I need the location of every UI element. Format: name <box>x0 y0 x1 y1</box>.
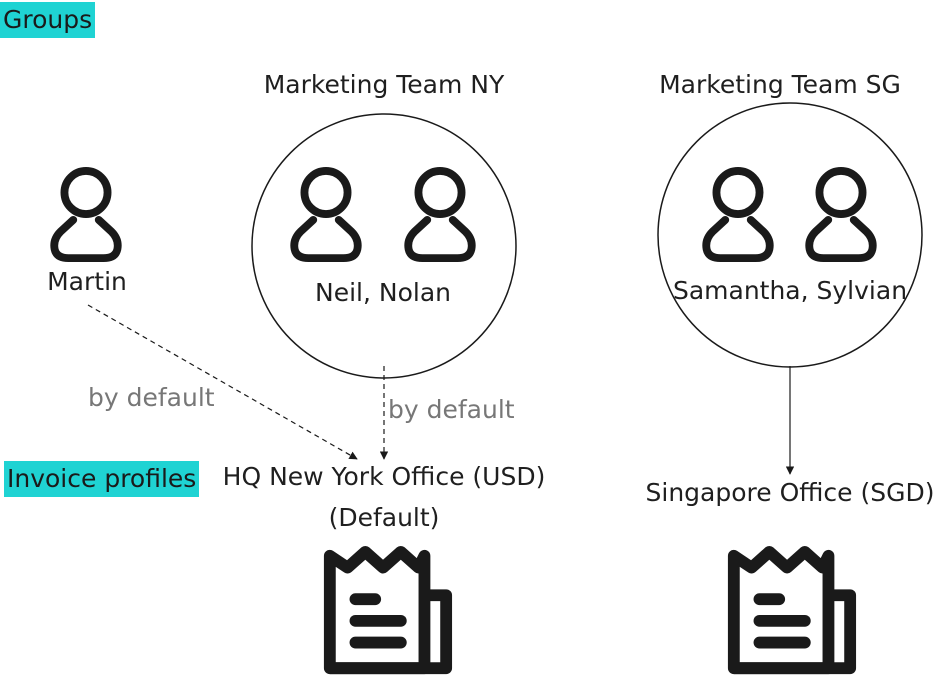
sg-group-circle <box>657 102 923 368</box>
samantha-person-icon <box>706 171 770 258</box>
singapore-profile-name: Singapore Office (SGD) <box>645 478 935 507</box>
nolan-person-icon <box>408 171 472 258</box>
invoice-profiles-section-label: Invoice profiles <box>4 461 200 497</box>
groups-section-label: Groups <box>0 2 96 38</box>
ny-members-label: Neil, Nolan <box>315 278 451 307</box>
martin-person-icon <box>54 171 118 258</box>
martin-edge-label: by default <box>88 383 215 412</box>
ny-edge-label: by default <box>388 395 515 424</box>
martin-to-hq-edge <box>87 304 358 460</box>
singapore-receipt-icon <box>734 552 850 668</box>
hq-profile-name: HQ New York Office (USD) <box>222 462 546 491</box>
hq-profile-default-note: (Default) <box>328 503 440 532</box>
hq-receipt-icon <box>330 552 446 668</box>
ny-group-title: Marketing Team NY <box>263 70 505 99</box>
neil-person-icon <box>294 171 358 258</box>
sg-members-label: Samantha, Sylvian <box>672 276 908 305</box>
sylvian-person-icon <box>809 171 873 258</box>
martin-label: Martin <box>47 267 127 296</box>
sg-group-title: Marketing Team SG <box>659 70 901 99</box>
